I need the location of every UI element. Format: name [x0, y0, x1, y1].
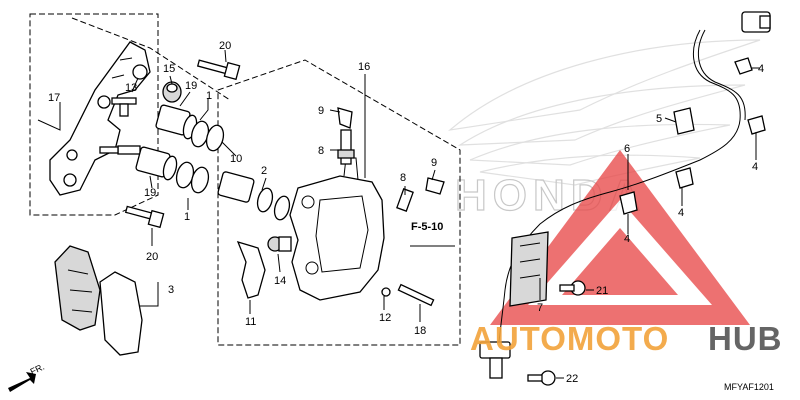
callout-1-lower: 1: [184, 211, 190, 223]
wheel-speed-sensor-head: [479, 341, 511, 379]
callout-9-right: 9: [431, 157, 437, 169]
leader-lines: [37, 49, 760, 379]
callout-12: 12: [379, 312, 391, 324]
callout-15: 15: [163, 63, 175, 75]
cable-guide-5: [673, 107, 695, 135]
caliper-bolt-20-upper: [196, 59, 241, 81]
hose-fitting-9-right: [425, 177, 445, 195]
callout-9-upper: 9: [318, 105, 324, 117]
seal-12: [381, 287, 391, 297]
brake-pads-3: [54, 245, 143, 356]
automotohub-triangle-logo: [490, 150, 750, 325]
callout-11: 11: [245, 316, 256, 328]
automotohub-wordmark: AUTOMOTO HUB: [470, 320, 783, 357]
callout-20-upper: 20: [219, 40, 231, 52]
callout-5: 5: [656, 113, 662, 125]
reference-f-5-10: F-5-10: [411, 221, 443, 233]
callout-14: 14: [274, 275, 286, 287]
bracket-bolt: [99, 145, 141, 155]
bleeder-screw-8-upper: [337, 129, 355, 165]
callout-7: 7: [537, 302, 543, 314]
callout-numbers: 17 13 15 19 1 10 19 1 2 3 20 20 11 14 16…: [48, 40, 764, 385]
callout-21: 21: [596, 285, 608, 297]
callout-19-upper: 19: [185, 80, 197, 92]
bleeder-screw-8-right: [396, 188, 414, 212]
bracket-pin-13: [111, 97, 137, 117]
hose-fitting-9-upper: [337, 107, 353, 129]
pin-boot-15: [162, 81, 182, 103]
pad-pin-14: [267, 236, 292, 252]
seal-kit-upper: [190, 120, 225, 152]
slide-pin-18: [397, 283, 435, 307]
bracket-leader-dash: [71, 17, 231, 101]
wordmark-automoto: AUTOMOTO: [470, 320, 669, 357]
callout-17: 17: [48, 92, 60, 104]
callout-1-upper: 1: [206, 90, 212, 102]
bolt-22: [527, 370, 556, 386]
callout-4-top: 4: [758, 63, 764, 75]
callout-19-lower: 19: [144, 187, 156, 199]
caliper-body-16: [289, 157, 385, 301]
honda-wing-watermark: [448, 39, 761, 186]
callout-20-lower: 20: [146, 251, 158, 263]
sensor-bracket-7: [509, 231, 549, 307]
caliper-group-outline: [217, 59, 461, 346]
callout-13: 13: [125, 82, 137, 94]
caliper-bracket-17: [49, 41, 151, 196]
callout-6: 6: [624, 143, 630, 155]
bolt-21: [559, 280, 586, 296]
callout-3: 3: [168, 284, 174, 296]
callout-4-right: 4: [752, 161, 758, 173]
front-direction-marker: FR.: [8, 362, 46, 392]
callout-8-upper: 8: [318, 145, 324, 157]
caliper-bolt-20-lower: [124, 205, 165, 229]
cable-clamps-4: [619, 57, 766, 215]
wheel-speed-sensor-cable: [497, 11, 771, 353]
callout-18: 18: [414, 325, 426, 337]
front-marker-label: FR.: [29, 362, 46, 377]
callout-4-middle: 4: [678, 207, 684, 219]
callout-22: 22: [566, 373, 578, 385]
callout-4-left: 4: [624, 233, 630, 245]
piston-2: [217, 171, 291, 221]
callout-8-right: 8: [400, 172, 406, 184]
pad-spring-11: [236, 240, 266, 299]
diagram-code: MFYAF1201: [724, 382, 774, 392]
callout-2: 2: [261, 165, 267, 177]
wordmark-hub: HUB: [708, 320, 783, 357]
seal-kit-lower: [175, 161, 210, 194]
callout-16: 16: [358, 61, 370, 73]
piston-19-lower: [135, 146, 178, 181]
callout-10: 10: [230, 153, 242, 165]
